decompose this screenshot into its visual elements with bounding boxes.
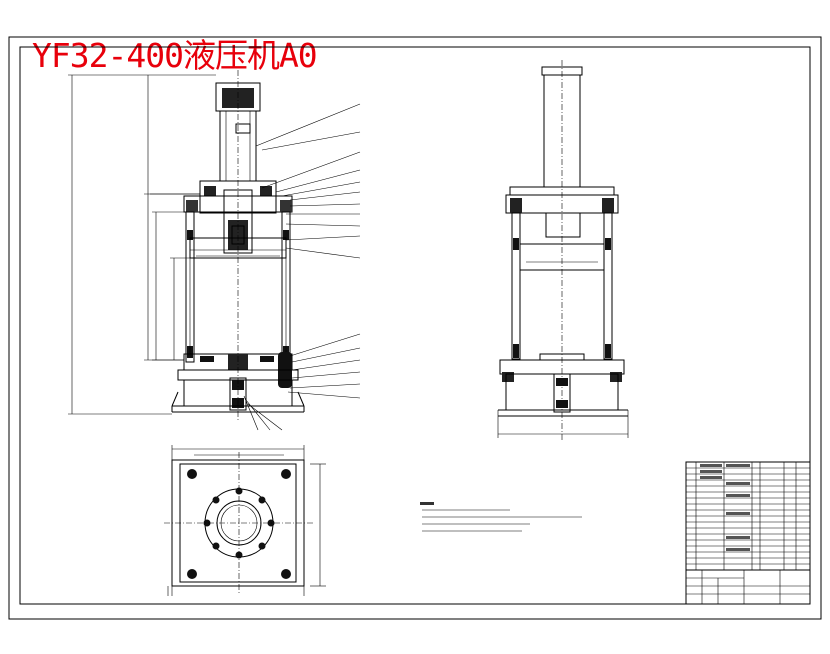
title-block xyxy=(685,461,811,605)
side-view xyxy=(497,60,629,440)
plan-view xyxy=(164,445,326,596)
drawing-title: YF32-400液压机A0 xyxy=(32,36,318,75)
front-view xyxy=(68,70,361,431)
technical-notes xyxy=(420,502,582,532)
sheet-border xyxy=(8,36,822,620)
